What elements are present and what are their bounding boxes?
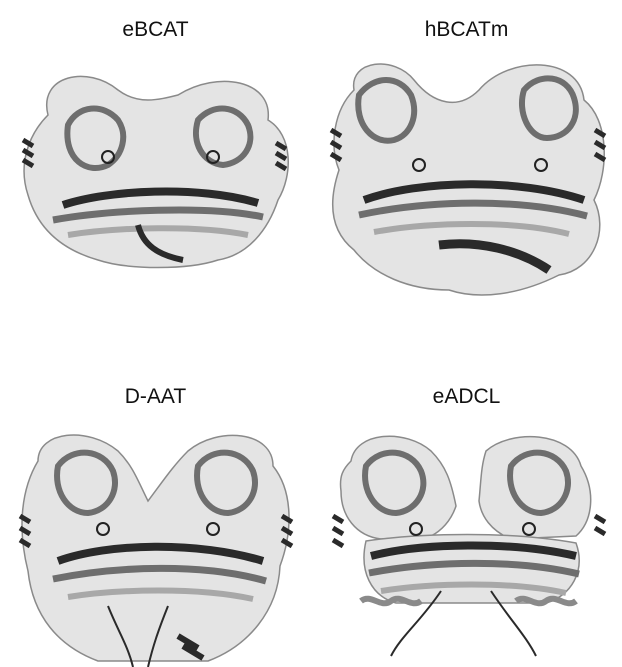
panel-d-aat: D-AAT [0,333,311,667]
protein-structure-image [319,50,619,320]
protein-structure-image [8,55,303,290]
panel-eadcl: eADCL [311,333,622,667]
protein-structure-image [321,421,616,667]
panel-label: D-AAT [0,385,311,409]
panel-hbcatm: hBCATm [311,0,622,333]
protein-structure-image [8,421,303,667]
panel-ebcat: eBCAT [0,0,311,333]
panel-label: hBCATm [311,18,622,42]
panel-label: eBCAT [0,18,311,42]
panel-label: eADCL [311,385,622,409]
